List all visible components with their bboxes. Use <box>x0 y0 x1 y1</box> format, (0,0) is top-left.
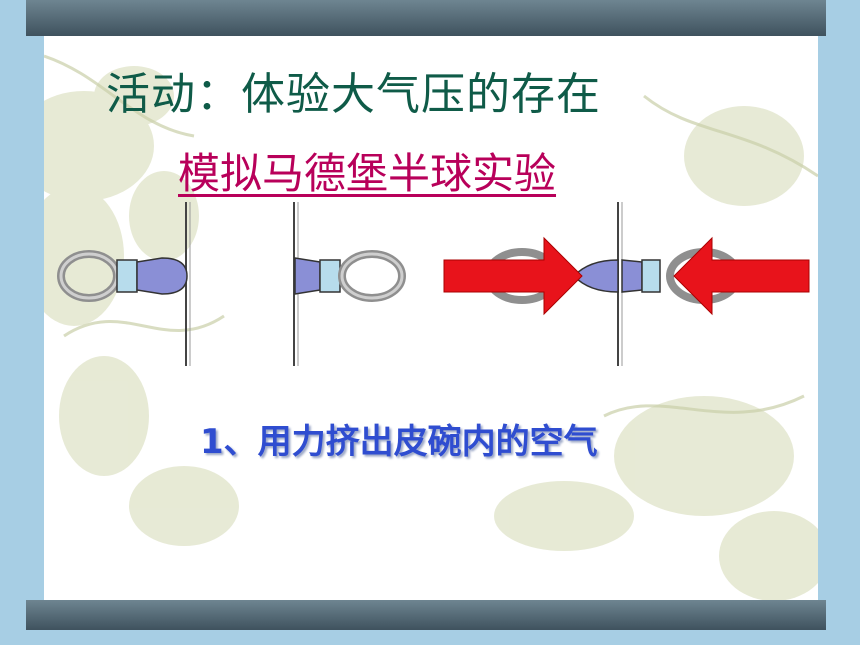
slide-canvas: 活动：体验大气压的存在 模拟马德堡半球实验 <box>44 36 818 600</box>
cup-handle <box>641 259 661 293</box>
cup-handle <box>319 259 341 293</box>
suction-cup-icon <box>621 259 643 293</box>
push-arrow-left-icon <box>673 236 810 316</box>
slide-subtitle: 模拟马德堡半球实验 <box>178 149 557 198</box>
panel-three <box>443 202 810 366</box>
panel-two <box>293 202 406 366</box>
scroll-rail-bottom <box>26 600 826 630</box>
floral-background <box>44 54 818 600</box>
panel-one <box>57 202 191 366</box>
suction-cup-icon <box>294 257 321 295</box>
frame-right <box>818 0 860 645</box>
suction-cup-icon <box>572 259 619 293</box>
suction-cup-icon <box>136 257 188 295</box>
magdeburg-diagram <box>57 202 810 366</box>
slide-title: 活动：体验大气压的存在 <box>106 69 601 120</box>
cup-handle <box>116 259 138 293</box>
step-caption: 1、用力挤出皮碗内的空气 <box>200 422 598 462</box>
frame-left <box>0 0 44 645</box>
scroll-rail-top <box>26 0 826 36</box>
push-arrow-right-icon <box>443 236 583 316</box>
